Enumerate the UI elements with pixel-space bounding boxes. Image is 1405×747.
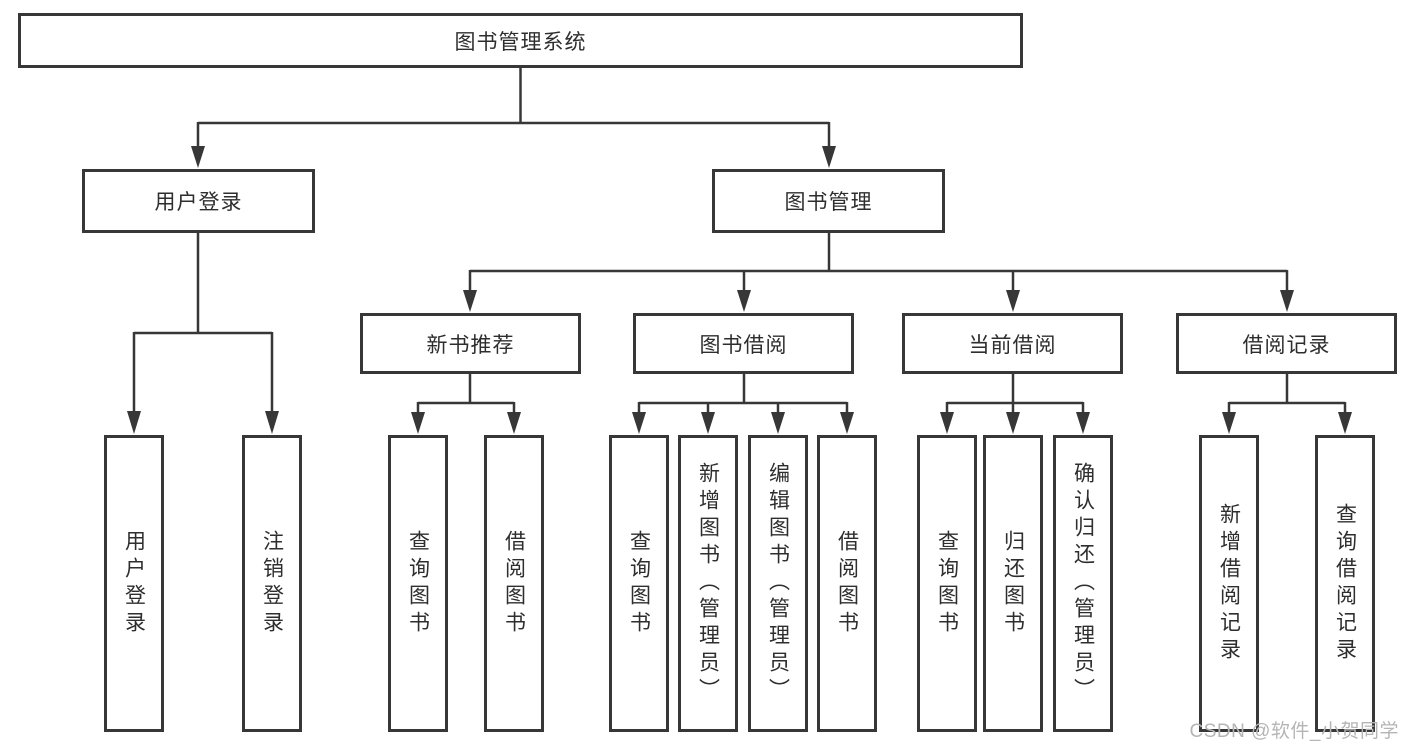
leaf-add-borrow-record-label: 新增借阅记录 bbox=[1217, 502, 1241, 665]
node-root-label: 图书管理系统 bbox=[454, 30, 587, 54]
leaf-confirm-return-admin-label: 确认归还（管理员） bbox=[1071, 462, 1095, 705]
node-root-book-management-system: 图书管理系统 bbox=[18, 13, 1023, 68]
leaf-return-book: 归还图书 bbox=[983, 435, 1043, 732]
leaf-borrow-book-recommend: 借阅图书 bbox=[484, 435, 544, 732]
leaf-logout-label: 注销登录 bbox=[260, 529, 284, 638]
leaf-borrow-book-recommend-label: 借阅图书 bbox=[502, 529, 526, 638]
leaf-query-book-borrowing-label: 查询图书 bbox=[627, 529, 651, 638]
leaf-user-login-label: 用户登录 bbox=[122, 529, 146, 638]
node-user-login-label: 用户登录 bbox=[154, 191, 243, 214]
node-current-borrowing-label: 当前借阅 bbox=[968, 333, 1057, 357]
node-book-management-label: 图书管理 bbox=[784, 191, 873, 214]
leaf-borrow-book: 借阅图书 bbox=[817, 435, 877, 732]
node-book-borrowing: 图书借阅 bbox=[633, 313, 854, 374]
leaf-add-book-admin-label: 新增图书（管理员） bbox=[696, 462, 720, 705]
node-user-login: 用户登录 bbox=[82, 169, 315, 233]
leaf-add-borrow-record: 新增借阅记录 bbox=[1199, 435, 1259, 732]
leaf-user-login: 用户登录 bbox=[104, 435, 164, 732]
leaf-query-book-current-label: 查询图书 bbox=[935, 529, 959, 638]
node-book-management: 图书管理 bbox=[712, 169, 945, 233]
leaf-query-book-borrowing: 查询图书 bbox=[609, 435, 669, 732]
node-new-book-recommend: 新书推荐 bbox=[360, 313, 581, 374]
node-current-borrowing: 当前借阅 bbox=[902, 313, 1123, 374]
leaf-query-book-recommend: 查询图书 bbox=[388, 435, 448, 732]
leaf-edit-book-admin-label: 编辑图书（管理员） bbox=[766, 462, 790, 705]
leaf-confirm-return-admin: 确认归还（管理员） bbox=[1053, 435, 1113, 732]
leaf-logout: 注销登录 bbox=[242, 435, 302, 732]
leaf-borrow-book-label: 借阅图书 bbox=[835, 529, 859, 638]
node-book-borrowing-label: 图书借阅 bbox=[699, 333, 788, 357]
csdn-watermark: CSDN @软件_小贺同学 bbox=[1189, 721, 1399, 742]
leaf-edit-book-admin: 编辑图书（管理员） bbox=[748, 435, 808, 732]
leaf-query-book-recommend-label: 查询图书 bbox=[406, 529, 430, 638]
node-borrowing-records: 借阅记录 bbox=[1176, 313, 1397, 374]
leaf-return-book-label: 归还图书 bbox=[1001, 529, 1025, 638]
node-new-book-recommend-label: 新书推荐 bbox=[426, 333, 515, 357]
leaf-query-book-current: 查询图书 bbox=[917, 435, 977, 732]
node-borrowing-records-label: 借阅记录 bbox=[1242, 333, 1331, 357]
leaf-add-book-admin: 新增图书（管理员） bbox=[678, 435, 738, 732]
leaf-query-borrow-record-label: 查询借阅记录 bbox=[1333, 502, 1357, 665]
leaf-query-borrow-record: 查询借阅记录 bbox=[1315, 435, 1375, 732]
